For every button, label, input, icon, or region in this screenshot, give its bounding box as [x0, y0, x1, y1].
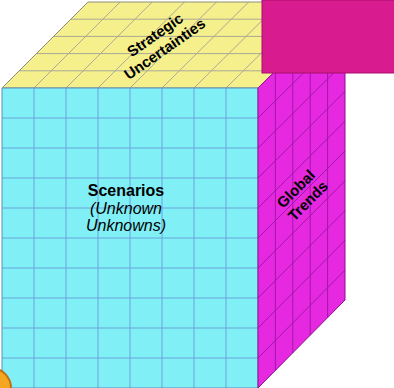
- face-outline: [2, 88, 258, 388]
- face-title: Scenarios: [74, 182, 178, 200]
- orange-circle: [0, 368, 11, 388]
- grid-line: [2, 298, 258, 299]
- front-face: Scenarios(Unknown Unknowns): [2, 88, 258, 388]
- grid-line: [2, 268, 258, 269]
- grid-line: [34, 2, 120, 88]
- magenta-panel: [262, 0, 394, 73]
- face-subtitle: (Unknown Unknowns): [74, 199, 178, 234]
- grid-line: [194, 2, 281, 88]
- face-border: [258, 2, 345, 388]
- grid-line: [2, 328, 258, 329]
- grid-line: [2, 238, 258, 239]
- face-label: Scenarios(Unknown Unknowns): [74, 182, 178, 235]
- grid-line: [2, 358, 258, 359]
- face-fill: [258, 2, 345, 388]
- grid-line: [258, 270, 345, 358]
- right-face: Global Trends: [258, 2, 345, 388]
- grid-line: [2, 178, 258, 179]
- face-fill: [2, 88, 258, 388]
- face-border: [2, 88, 258, 388]
- grid-line: [2, 148, 258, 149]
- grid-line: [258, 240, 345, 328]
- grid-line: [2, 118, 258, 119]
